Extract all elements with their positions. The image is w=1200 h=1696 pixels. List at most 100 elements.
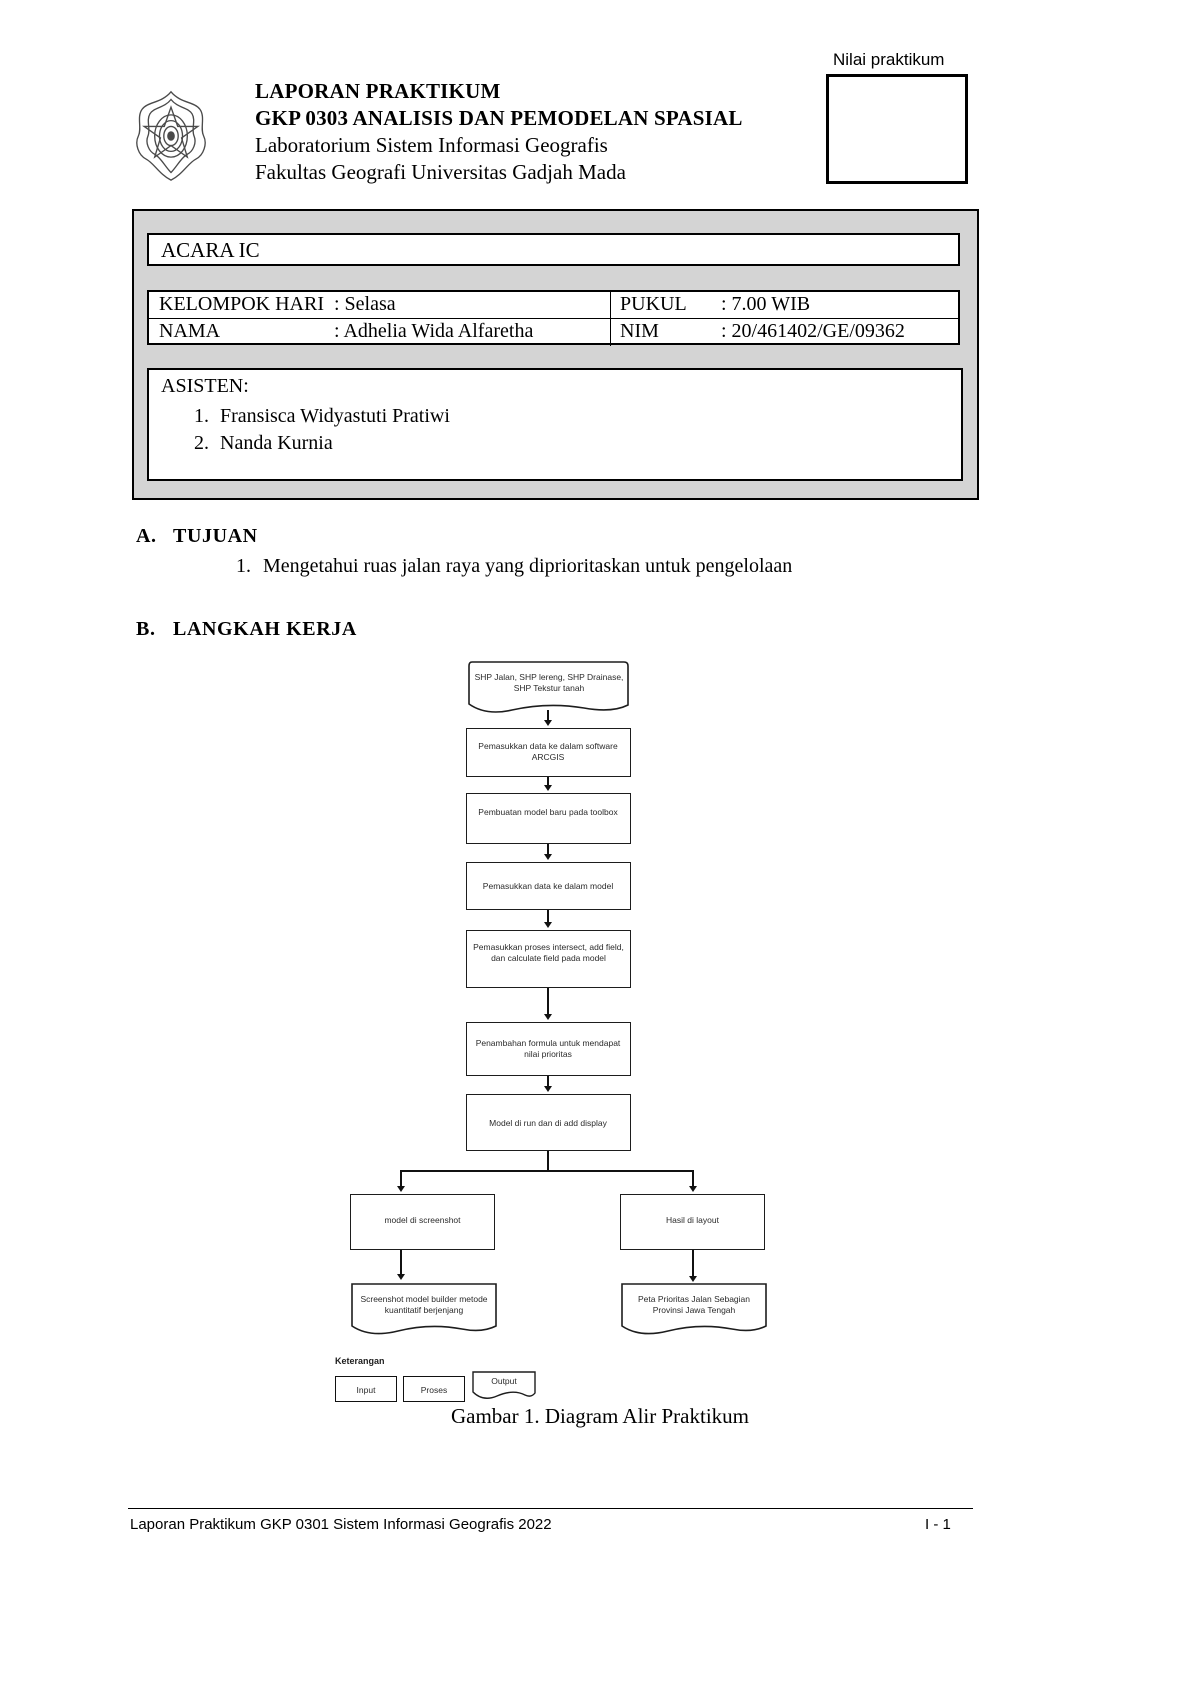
flow-node-input-data-label: SHP Jalan, SHP lereng, SHP Drainase, SHP…: [474, 672, 624, 693]
flow-arrow-icon: [544, 922, 552, 928]
list-item: 1. Mengetahui ruas jalan raya yang diprio…: [236, 555, 792, 578]
section-b-title: LANGKAH KERJA: [173, 618, 357, 640]
flow-arrow-icon: [544, 854, 552, 860]
nama-label: NAMA: [159, 320, 221, 342]
flow-node-n3: [466, 793, 631, 844]
flow-node-n9: [620, 1194, 765, 1250]
section-b-heading: B. LANGKAH KERJA: [136, 618, 357, 641]
kelompok-value: : Selasa: [334, 293, 396, 315]
flow-node-n8-label: model di screenshot: [384, 1215, 461, 1225]
legend-label-proses: Proses: [420, 1385, 448, 1395]
flow-connector: [400, 1170, 402, 1188]
flow-arrow-icon: [689, 1186, 697, 1192]
list-item: 2.Nanda Kurnia: [194, 432, 333, 455]
flow-node-n6: [466, 1022, 631, 1076]
flow-node-n6-label: Penambahan formula untuk mendapat nilai …: [475, 1038, 621, 1059]
page-number: I - 1: [925, 1516, 951, 1533]
flow-connector: [547, 1151, 549, 1171]
flow-arrow-icon: [544, 1014, 552, 1020]
header-title-block: LAPORAN PRAKTIKUM GKP 0303 ANALISIS DAN …: [255, 78, 743, 186]
flow-connector: [692, 1250, 694, 1278]
report-title-line2: GKP 0303 ANALISIS DAN PEMODELAN SPASIAL: [255, 106, 743, 130]
asisten-box: ASISTEN: 1.Fransisca Widyastuti Pratiwi …: [147, 368, 963, 481]
nama-cell: NAMA : Adhelia Wida Alfaretha: [149, 319, 611, 346]
flow-connector: [547, 844, 549, 856]
flow-arrow-icon: [544, 1086, 552, 1092]
flow-node-output-right: [620, 1282, 768, 1338]
footer-text: Laporan Praktikum GKP 0301 Sistem Inform…: [130, 1516, 552, 1533]
asisten-number: 1.: [194, 405, 209, 427]
section-a-letter: A.: [136, 525, 157, 547]
nim-cell: NIM : 20/461402/GE/09362: [611, 319, 958, 346]
section-a-title: TUJUAN: [173, 525, 258, 547]
flow-connector: [547, 777, 549, 787]
list-item: 1. Fransisca Widyastuti Pratiwi: [194, 405, 450, 428]
legend-swatch-input: [335, 1376, 397, 1402]
kelompok-label: KELOMPOK HARI: [159, 293, 324, 315]
tujuan-text: Mengetahui ruas jalan raya yang dipriori…: [263, 555, 793, 577]
flow-arrow-icon: [544, 785, 552, 791]
flow-connector: [547, 988, 549, 1016]
nilai-praktikum-box[interactable]: [826, 74, 968, 184]
flow-arrow-icon: [397, 1186, 405, 1192]
flow-node-n5: [466, 930, 631, 988]
flow-node-n8: [350, 1194, 495, 1250]
flow-connector: [400, 1170, 693, 1172]
flow-node-output-left: [350, 1282, 498, 1338]
flow-node-n9-label: Hasil di layout: [666, 1215, 719, 1225]
flow-node-n4: [466, 862, 631, 910]
identity-block: ACARA IC KELOMPOK HARI : Selasa PUKUL : …: [132, 209, 979, 500]
flow-connector: [400, 1250, 402, 1276]
identity-table: KELOMPOK HARI : Selasa PUKUL : 7.00 WIB …: [147, 290, 960, 346]
asisten-name: Nanda Kurnia: [220, 432, 333, 454]
acara-value: ACARA IC: [161, 238, 260, 262]
kelompok-cell: KELOMPOK HARI : Selasa: [149, 292, 611, 318]
legend-title: Keterangan: [335, 1356, 385, 1366]
nama-value: : Adhelia Wida Alfaretha: [334, 320, 534, 342]
pukul-label: PUKUL: [620, 293, 687, 315]
flow-node-output-left-label: Screenshot model builder metode kuantita…: [360, 1294, 488, 1315]
report-title-line3: Laboratorium Sistem Informasi Geografis: [255, 133, 608, 157]
pukul-cell: PUKUL : 7.00 WIB: [611, 292, 958, 318]
tujuan-number: 1.: [236, 555, 251, 577]
asisten-name: Fransisca Widyastuti Pratiwi: [220, 405, 450, 427]
report-title-line1: LAPORAN PRAKTIKUM: [255, 79, 501, 103]
flow-node-n7-label: Model di run dan di add display: [489, 1118, 607, 1128]
flow-node-n2-label: Pemasukkan data ke dalam software ARCGIS: [478, 741, 618, 762]
asisten-title: ASISTEN:: [161, 375, 249, 397]
report-title-line4: Fakultas Geografi Universitas Gadjah Mad…: [255, 160, 626, 184]
flow-node-input-data: [466, 658, 631, 716]
flow-node-n3-label: Pembuatan model baru pada toolbox: [478, 807, 618, 817]
footer-divider: [128, 1508, 973, 1509]
flow-node-output-right-label: Peta Prioritas Jalan Sebagian Provinsi J…: [638, 1294, 750, 1315]
pukul-value: : 7.00 WIB: [721, 293, 811, 315]
ugm-logo-icon: [123, 88, 219, 184]
flow-connector: [547, 710, 549, 722]
flow-connector: [547, 910, 549, 924]
legend-swatch-proses: [403, 1376, 465, 1402]
acara-field[interactable]: ACARA IC: [147, 233, 960, 266]
legend-swatch-output: [471, 1370, 537, 1402]
flowchart-diagram: SHP Jalan, SHP lereng, SHP Drainase, SHP…: [330, 650, 800, 1410]
nim-value: : 20/461402/GE/09362: [721, 320, 905, 342]
flow-node-n5-label: Pemasukkan proses intersect, add field, …: [473, 942, 624, 963]
flow-connector: [692, 1170, 694, 1188]
flow-arrow-icon: [689, 1276, 697, 1282]
flow-node-n4-label: Pemasukkan data ke dalam model: [482, 881, 614, 891]
table-row: KELOMPOK HARI : Selasa PUKUL : 7.00 WIB: [149, 292, 958, 319]
figure-caption: Gambar 1. Diagram Alir Praktikum: [450, 1404, 750, 1428]
flow-node-n2: [466, 728, 631, 777]
document-header: LAPORAN PRAKTIKUM GKP 0303 ANALISIS DAN …: [0, 0, 1200, 200]
flow-node-n7: [466, 1094, 631, 1151]
legend-label-input: Input: [356, 1385, 376, 1395]
nim-label: NIM: [620, 320, 659, 342]
section-a-heading: A. TUJUAN: [136, 525, 258, 548]
flow-connector: [547, 1076, 549, 1088]
legend-label-output: Output: [491, 1376, 517, 1386]
flow-arrow-icon: [397, 1274, 405, 1280]
nilai-praktikum-label: Nilai praktikum: [833, 50, 945, 69]
section-b-letter: B.: [136, 618, 156, 640]
table-row: NAMA : Adhelia Wida Alfaretha NIM : 20/4…: [149, 319, 958, 346]
flow-arrow-icon: [544, 720, 552, 726]
